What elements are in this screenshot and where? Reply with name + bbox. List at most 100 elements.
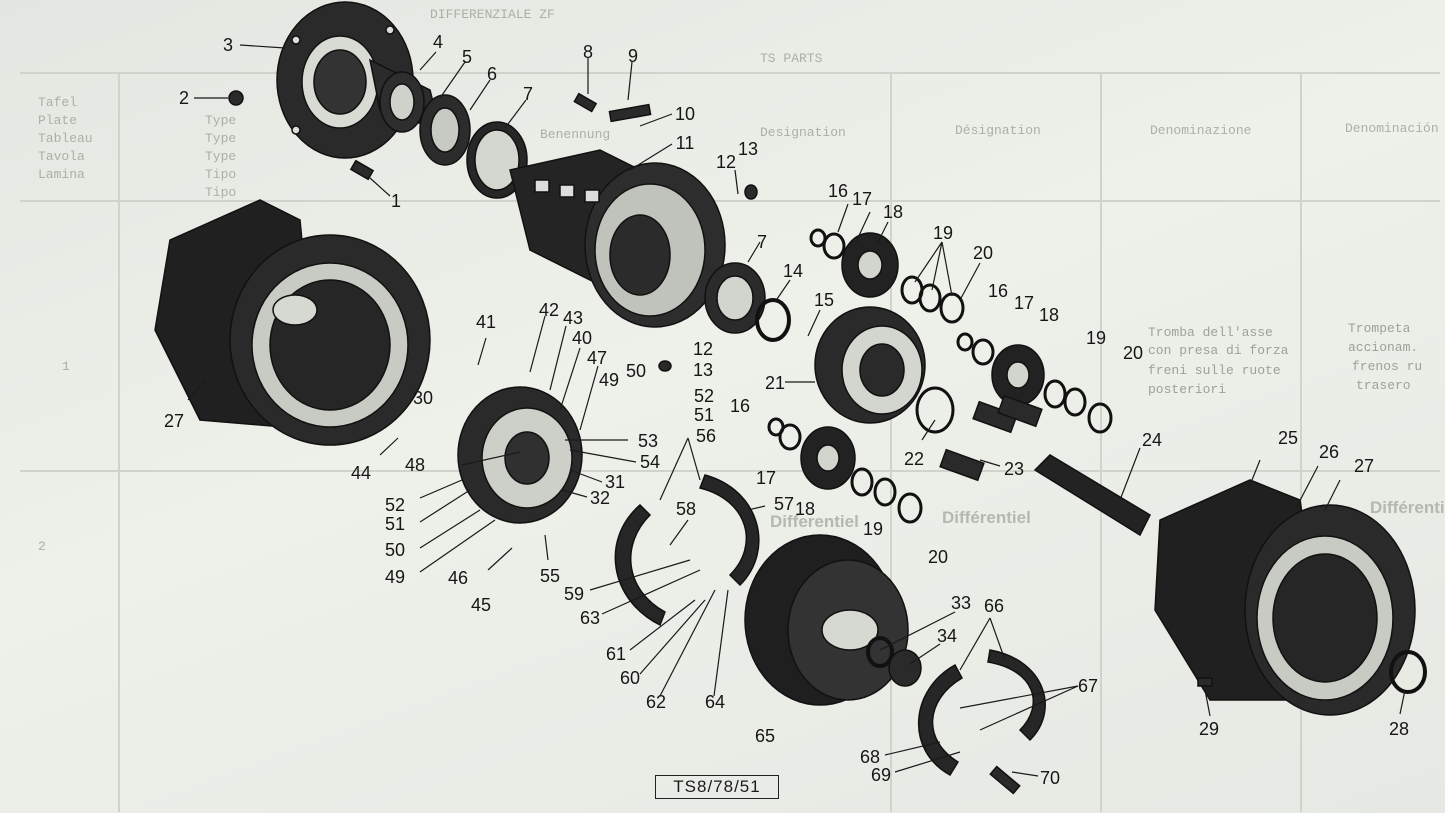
ghost-fr-text: Différentiel bbox=[1370, 498, 1445, 517]
callout-19b: 19 bbox=[1085, 328, 1107, 348]
callout-18c: 18 bbox=[794, 499, 816, 519]
ghost-it-text: Tromba dell'asse bbox=[1148, 325, 1273, 340]
callout-21: 21 bbox=[764, 373, 786, 393]
callout-32: 32 bbox=[589, 488, 611, 508]
callout-33: 33 bbox=[950, 593, 972, 613]
callout-18b: 18 bbox=[1038, 305, 1060, 325]
callout-4: 4 bbox=[432, 32, 444, 52]
ghost-col-head: Désignation bbox=[955, 123, 1041, 138]
callout-60: 60 bbox=[619, 668, 641, 688]
callout-13b: 13 bbox=[692, 360, 714, 380]
callout-51: 51 bbox=[693, 405, 715, 425]
callout-28: 28 bbox=[1388, 719, 1410, 739]
ghost-de-text: Differentiel bbox=[770, 512, 859, 531]
ghost-es-text: frenos ru bbox=[1352, 359, 1423, 374]
callout-46: 46 bbox=[447, 568, 469, 588]
callout-16c: 16 bbox=[729, 396, 751, 416]
gear-lower bbox=[800, 426, 856, 490]
table-rule bbox=[20, 72, 1440, 74]
callout-27b: 27 bbox=[1353, 456, 1375, 476]
table-rule bbox=[1300, 72, 1302, 812]
callout-12b: 12 bbox=[692, 339, 714, 359]
callout-19: 19 bbox=[932, 223, 954, 243]
callout-31: 31 bbox=[604, 472, 626, 492]
callout-20: 20 bbox=[972, 243, 994, 263]
callout-25: 25 bbox=[1277, 428, 1299, 448]
callout-61: 61 bbox=[605, 644, 627, 664]
ghost-row-number: 2 bbox=[38, 539, 46, 554]
callout-41: 41 bbox=[475, 312, 497, 332]
callout-20b: 20 bbox=[1122, 343, 1144, 363]
ghost-row-label: Plate bbox=[38, 113, 78, 128]
ghost-row-type: Tipo bbox=[205, 185, 237, 200]
ghost-row-label: Lamina bbox=[38, 167, 85, 182]
ghost-fr-text: Différentiel bbox=[942, 508, 1031, 527]
callout-12: 12 bbox=[715, 152, 737, 172]
callout-57: 57 bbox=[773, 494, 795, 514]
table-rule bbox=[20, 470, 1440, 472]
callout-63: 63 bbox=[579, 608, 601, 628]
ghost-row-number: 1 bbox=[62, 359, 70, 374]
callout-3: 3 bbox=[222, 35, 234, 55]
table-rule bbox=[20, 200, 1440, 202]
ghost-column-header: TS PARTS bbox=[760, 51, 823, 66]
callout-54: 54 bbox=[639, 452, 661, 472]
callout-5: 5 bbox=[461, 47, 473, 67]
callout-34: 34 bbox=[936, 626, 958, 646]
callout-51b: 51 bbox=[384, 514, 406, 534]
differential-carrier bbox=[509, 149, 726, 328]
callout-26: 26 bbox=[1318, 442, 1340, 462]
callout-55: 55 bbox=[539, 566, 561, 586]
callout-56: 56 bbox=[695, 426, 717, 446]
callout-9: 9 bbox=[627, 46, 639, 66]
ghost-es-text: Trompeta bbox=[1348, 321, 1411, 336]
callout-7b: 7 bbox=[756, 232, 768, 252]
ghost-title: DIFFERENZIALE ZF bbox=[430, 7, 555, 22]
ghost-row-label: Tableau bbox=[38, 131, 93, 146]
callout-47: 47 bbox=[586, 348, 608, 368]
ghost-col-head: Designation bbox=[760, 125, 846, 140]
callout-45: 45 bbox=[470, 595, 492, 615]
callout-43: 43 bbox=[562, 308, 584, 328]
callout-7: 7 bbox=[522, 84, 534, 104]
brake-drum bbox=[744, 534, 909, 706]
callout-49b: 49 bbox=[384, 567, 406, 587]
figure-reference-code: TS8/78/51 bbox=[655, 775, 779, 799]
callout-16b: 16 bbox=[987, 281, 1009, 301]
ghost-row-type: Type bbox=[205, 131, 237, 146]
callout-24: 24 bbox=[1141, 430, 1163, 450]
gear-middle bbox=[991, 344, 1045, 406]
callout-20c: 20 bbox=[927, 547, 949, 567]
callout-66: 66 bbox=[983, 596, 1005, 616]
callout-23: 23 bbox=[1003, 459, 1025, 479]
callout-58: 58 bbox=[675, 499, 697, 519]
ghost-row-type: Type bbox=[205, 113, 237, 128]
callout-40: 40 bbox=[571, 328, 593, 348]
callout-53: 53 bbox=[637, 431, 659, 451]
callout-17: 17 bbox=[851, 189, 873, 209]
callout-67: 67 bbox=[1077, 676, 1099, 696]
ghost-it-text: freni sulle ruote bbox=[1148, 363, 1281, 378]
callout-19c: 19 bbox=[862, 519, 884, 539]
callout-2: 2 bbox=[178, 88, 190, 108]
callout-68: 68 bbox=[859, 747, 881, 767]
callout-13: 13 bbox=[737, 139, 759, 159]
callout-52: 52 bbox=[693, 386, 715, 406]
ghost-col-head: Denominación bbox=[1345, 121, 1439, 136]
ghost-row-label: Tavola bbox=[38, 149, 85, 164]
callout-11: 11 bbox=[675, 133, 695, 153]
differential-case bbox=[814, 306, 926, 424]
axle-housing-right bbox=[1154, 479, 1416, 716]
table-rule bbox=[1100, 72, 1102, 812]
ghost-row-label: Tafel bbox=[38, 95, 78, 110]
callout-10: 10 bbox=[674, 104, 696, 124]
callout-62: 62 bbox=[645, 692, 667, 712]
ghost-it-text: posteriori bbox=[1148, 382, 1227, 397]
table-rule bbox=[118, 72, 120, 812]
callout-48: 48 bbox=[404, 455, 426, 475]
callout-17b: 17 bbox=[1013, 293, 1035, 313]
table-rule bbox=[890, 72, 892, 812]
ghost-row-type: Type bbox=[205, 149, 237, 164]
callout-50b: 50 bbox=[384, 540, 406, 560]
